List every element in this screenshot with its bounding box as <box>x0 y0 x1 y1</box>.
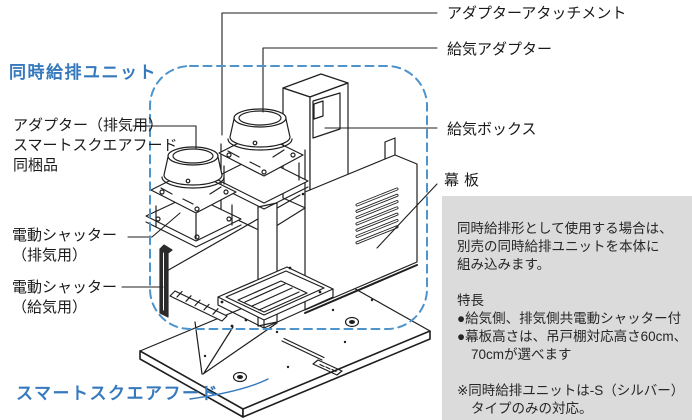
label-text: 幕板 <box>444 172 485 189</box>
info-feature-line: 70cmが選べます <box>471 347 572 362</box>
info-paragraph-line: 別売の同時給排ユニットを本体に <box>457 239 660 254</box>
label-text: アダプターアタッチメント <box>447 5 627 22</box>
label-smart-square-hood: スマートスクエアフード <box>16 384 219 404</box>
hood-leader-line <box>189 378 269 400</box>
label-line: （排気用） <box>12 247 88 264</box>
supply-shutter-bracket-drawing <box>159 244 228 322</box>
label-shutter-exhaust: 電動シャッター （排気用） <box>12 226 117 266</box>
label-line: 電動シャッター <box>12 227 118 244</box>
base-plate-drawing <box>139 272 431 418</box>
info-note-line: タイプのみの対応。 <box>471 401 593 416</box>
info-paragraph-line: 組み込みます。 <box>457 257 551 272</box>
label-front-panel: 幕板 <box>444 171 484 191</box>
label-exhaust-adapter: アダプター（排気用） スマートスクエアフード 同梱品 <box>13 116 178 176</box>
label-line: 同梱品 <box>13 157 59 174</box>
label-text: 給気ボックス <box>447 121 537 138</box>
label-text: スマートスクエアフード <box>16 384 219 403</box>
supply-adapter-drawing <box>213 108 309 210</box>
shutter-unit-drawing <box>217 266 334 329</box>
spacer <box>457 274 692 292</box>
funnel-lines <box>194 321 278 375</box>
label-adapter-attachment: アダプターアタッチメント <box>447 4 626 24</box>
label-line: アダプター（排気用） <box>13 117 164 134</box>
label-text: 同時給排ユニット <box>9 63 157 82</box>
label-shutter-supply: 電動シャッター （給気用） <box>12 278 117 318</box>
label-supply-box: 給気ボックス <box>447 120 537 140</box>
label-supply-adapter: 給気アダプター <box>447 40 552 60</box>
unit-dashed-outline <box>149 65 428 330</box>
label-line: （給気用） <box>12 299 88 316</box>
info-paragraph-line: 同時給排形として使用する場合は、 <box>457 221 673 236</box>
info-feature-line: ●幕板高さは、吊戸棚対応高さ60cm、 <box>457 329 688 344</box>
label-line: スマートスクエアフード <box>13 137 178 154</box>
label-text: 給気アダプター <box>447 41 553 58</box>
label-line: 電動シャッター <box>12 279 118 296</box>
exhaust-adapter-drawing <box>145 146 242 248</box>
leader-lines <box>121 12 438 288</box>
info-note-line: ※同時給排ユニットは-S（シルバー） <box>457 383 685 398</box>
info-features-title: 特長 <box>457 293 484 308</box>
info-panel: 同時給排形として使用する場合は、 別売の同時給排ユニットを本体に 組み込みます。… <box>442 196 692 420</box>
label-simultaneous-unit: 同時給排ユニット <box>9 63 157 83</box>
spacer <box>457 364 692 382</box>
info-feature-line: ●給気側、排気側共電動シャッター付 <box>457 311 682 326</box>
makuita-panel-drawing <box>304 137 418 314</box>
